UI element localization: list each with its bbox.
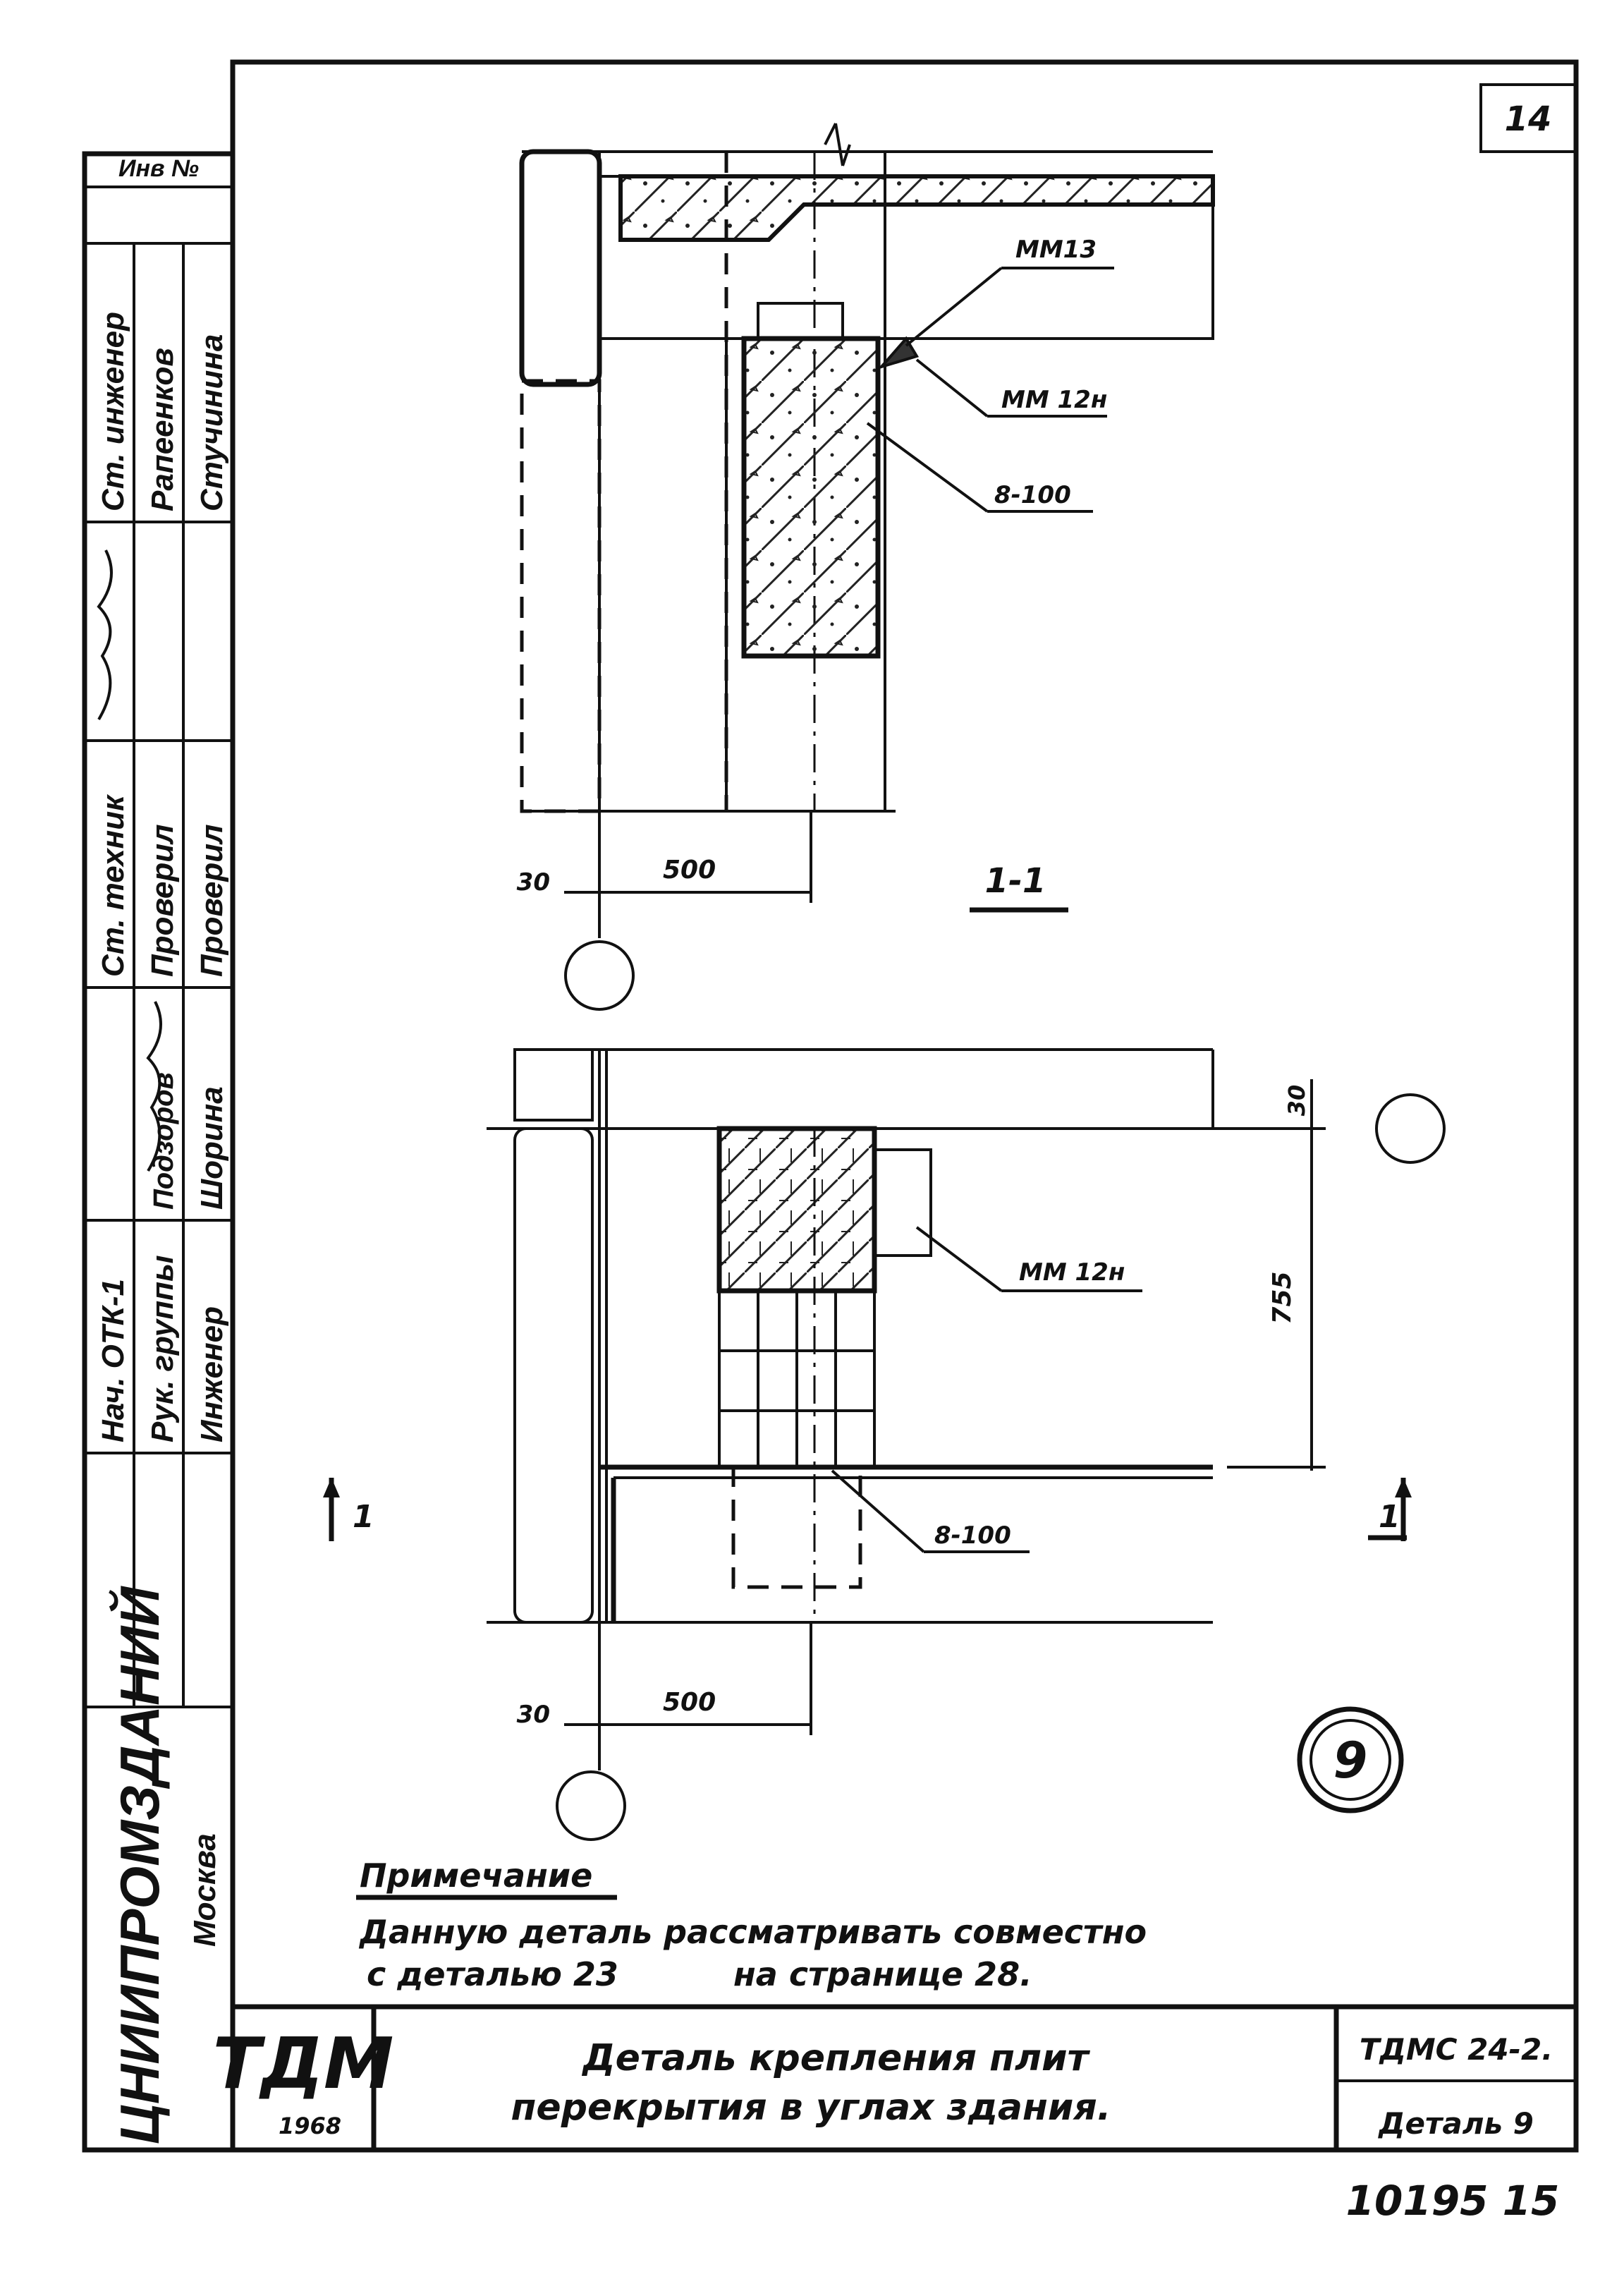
stamp-col1-2: Нач. ОТК-1 [96,1279,130,1442]
footer-number: 10195 15 [1346,2177,1560,2225]
dim-500-plan: 500 [663,1688,716,1717]
dim-30-section: 30 [517,868,550,897]
sheet-frame [230,59,1579,2153]
stamp-lower-3: Шорина [195,1086,229,1210]
stamp-col3-0: Рапеенков [145,348,180,511]
cut-marker-left: 1 [353,1499,374,1535]
section-title: 1-1 [985,861,1046,901]
stamp-lower-1: Рук. группы [145,1255,180,1442]
dim-30-top: 30 [1283,1085,1310,1117]
stamp-col2-1: Проверил [195,825,229,977]
signature-mark [97,549,113,721]
org-name: ЦНИИПРОМЗДАНИЙ [109,1586,171,2144]
cut-marker-right: 1 [1379,1499,1400,1535]
title-line1: Деталь крепления плит [581,2037,1090,2079]
detail-number: 9 [1333,1732,1368,1789]
callout-rebar-plan: 8-100 [934,1521,1011,1550]
callout-mm12-section: ММ 12н [1001,386,1107,414]
dim-500-section: 500 [663,856,716,885]
title-block: ТДМ 1968 Деталь крепления плит перекрыти… [213,2022,1553,2141]
document-code: ТДМС 24-2. [1360,2032,1553,2067]
callout-rebar-section: 8-100 [994,481,1071,509]
stamp-col1-1: Ст. техник [96,794,130,977]
axis-marker [556,1770,626,1841]
title-line2: перекрытия в углах здания. [511,2086,1111,2129]
section-1-1: ММ13 ММ 12н 8-100 500 30 1-1 [517,123,1215,1011]
dim-30-plan: 30 [517,1701,550,1729]
axis-marker [1375,1093,1446,1164]
plan-view: ММ 12н 8-100 755 30 500 30 1 1 [323,1048,1446,1841]
signature-mark [146,1001,162,1172]
inv-label: Инв № [118,155,199,182]
note-title: Примечание [360,1857,592,1895]
note-line2-a: с деталью 23 [367,1955,618,1993]
sheet-name: Деталь 9 [1377,2106,1534,2141]
stamp-col2-0: Проверил [145,825,180,977]
detail-circle-outer [1297,1706,1404,1813]
note-line1: Данную деталь рассматривать совместно [358,1913,1147,1951]
callout-mm12-plan: ММ 12н [1019,1258,1125,1287]
org-city: Москва [188,1833,222,1947]
callout-mm13: ММ13 [1015,236,1097,264]
note-line2-b: на странице 28. [733,1955,1032,1993]
stamp-col3-1: Стучинина [195,334,229,511]
year: 1968 [279,2113,341,2139]
stamp-col1-0: Ст. инженер [96,312,130,511]
page-number: 14 [1505,99,1552,139]
axis-marker [564,940,635,1011]
stamp-lower-4: Подзоров [148,1072,179,1210]
detail-circle-inner [1309,1719,1391,1801]
logo: ТДМ [213,2022,394,2105]
dim-755: 755 [1268,1271,1297,1324]
left-stamp: Инв № Ст. инженер Ст. техник Нач. ОТК-1 … [82,151,236,2153]
note: Примечание Данную деталь рассматривать с… [356,1857,1147,1993]
stamp-lower-2: Инженер [195,1306,229,1442]
